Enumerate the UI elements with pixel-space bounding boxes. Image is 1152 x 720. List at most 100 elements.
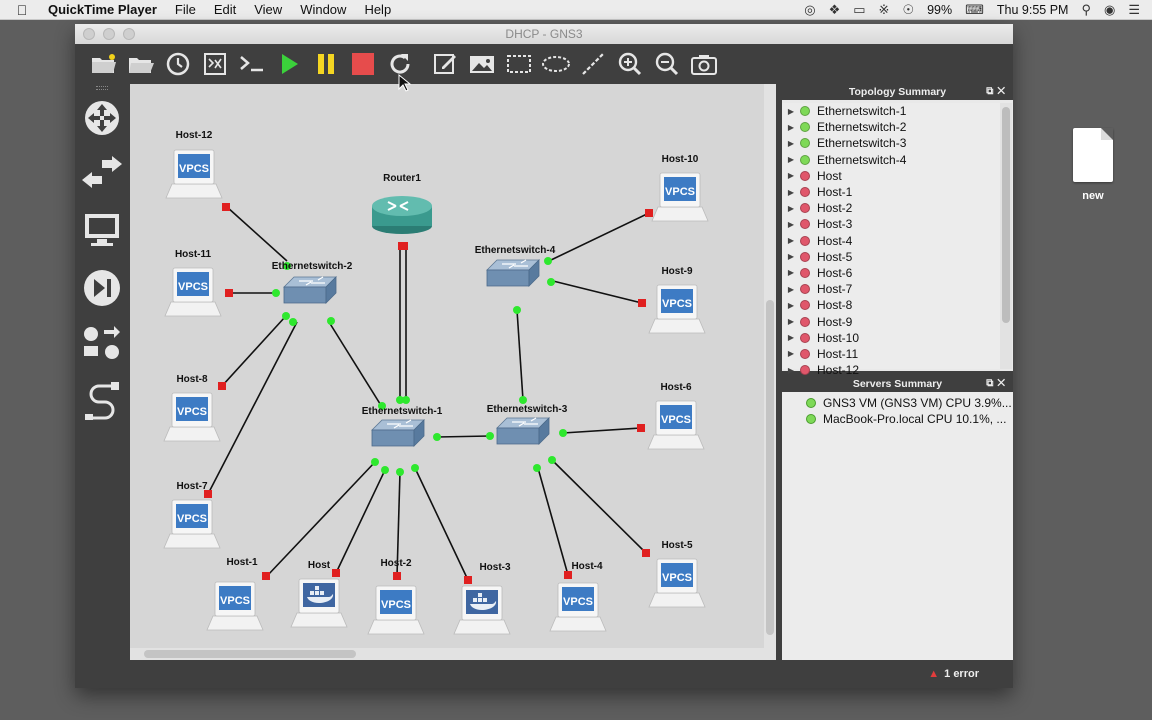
menu-edit[interactable]: Edit <box>213 2 237 17</box>
topology-item[interactable]: ▶Ethernetswitch-4 <box>782 152 1000 168</box>
bluetooth-icon[interactable]: ※ <box>878 2 890 17</box>
ethernetswitch-4[interactable]: Ethernetswitch-4 <box>475 245 556 287</box>
expand-arrow-icon[interactable]: ▶ <box>787 203 795 213</box>
topology-item[interactable]: ▶Host-6 <box>782 265 1000 281</box>
host-1[interactable]: VPCS Host-1 <box>206 557 264 631</box>
menu-file[interactable]: File <box>174 2 196 17</box>
browse-end-devices-icon[interactable] <box>82 210 122 250</box>
expand-arrow-icon[interactable]: ▶ <box>787 236 795 246</box>
add-note-icon[interactable] <box>426 47 463 81</box>
topology-item[interactable]: ▶Host-2 <box>782 200 1000 216</box>
browse-all-devices-icon[interactable] <box>82 324 122 364</box>
topology-item[interactable]: ▶Host <box>782 168 1000 184</box>
server-item[interactable]: GNS3 VM (GNS3 VM) CPU 3.9%... <box>782 395 1013 411</box>
browse-security-devices-icon[interactable] <box>82 268 122 308</box>
wifi-icon[interactable]: ☉ <box>902 2 915 17</box>
zoom-out-icon[interactable] <box>648 47 685 81</box>
screenshot-icon[interactable] <box>685 47 722 81</box>
topology-item[interactable]: ▶Ethernetswitch-3 <box>782 135 1000 151</box>
dropbox-icon[interactable]: ❖ <box>828 2 841 17</box>
expand-arrow-icon[interactable]: ▶ <box>787 106 795 116</box>
expand-arrow-icon[interactable]: ▶ <box>787 187 795 197</box>
add-link-icon[interactable] <box>82 380 122 420</box>
host-8[interactable]: VPCS Host-8 <box>163 374 221 442</box>
host-6[interactable]: VPCS Host-6 <box>647 382 705 450</box>
airplay-icon[interactable]: ▭ <box>853 2 866 17</box>
undock-icon[interactable]: ⧉ <box>986 86 998 97</box>
topology-item[interactable]: ▶Ethernetswitch-2 <box>782 119 1000 135</box>
host-9[interactable]: VPCS Host-9 <box>648 266 706 334</box>
menu-window[interactable]: Window <box>300 2 347 17</box>
host-7[interactable]: VPCS Host-7 <box>163 481 221 549</box>
menubar-clock[interactable]: Thu 9:55 PM <box>996 3 1069 17</box>
expand-arrow-icon[interactable]: ▶ <box>787 365 795 375</box>
topology-item[interactable]: ▶Host-1 <box>782 184 1000 200</box>
host-3[interactable]: Host-3 <box>453 562 511 635</box>
open-folder-icon[interactable] <box>122 47 159 81</box>
menu-view[interactable]: View <box>254 2 283 17</box>
start-all-icon[interactable] <box>270 47 307 81</box>
host-5[interactable]: VPCS Host-5 <box>648 540 706 608</box>
stop-all-icon[interactable] <box>344 47 381 81</box>
battery-percent[interactable]: 99% <box>927 3 953 17</box>
undock-icon[interactable]: ⧉ <box>986 378 998 389</box>
expand-arrow-icon[interactable]: ▶ <box>787 155 795 165</box>
expand-arrow-icon[interactable]: ▶ <box>787 268 795 278</box>
browse-switches-icon[interactable] <box>82 154 122 194</box>
topology-item[interactable]: ▶Host-4 <box>782 233 1000 249</box>
apple-menu-icon[interactable]:  <box>0 2 44 18</box>
topology-item[interactable]: ▶Host-7 <box>782 281 1000 297</box>
close-dock-icon[interactable]: ✕ <box>997 378 1009 389</box>
host-2[interactable]: VPCS Host-2 <box>367 558 425 635</box>
canvas-horizontal-scrollbar[interactable] <box>130 648 764 660</box>
desktop-file-new[interactable]: new <box>1066 128 1120 202</box>
topology-item[interactable]: ▶Host-3 <box>782 216 1000 232</box>
topology-item[interactable]: ▶Host-12 <box>782 362 1000 378</box>
open-project-icon[interactable] <box>85 47 122 81</box>
router1[interactable]: Router1 <box>372 173 432 234</box>
console-icon[interactable] <box>233 47 270 81</box>
topology-canvas[interactable]: Router1 Ethernetswitch-1 Ethernetswitch-… <box>130 73 776 660</box>
record-icon[interactable]: ◎ <box>804 2 816 17</box>
expand-arrow-icon[interactable]: ▶ <box>787 219 795 229</box>
server-item[interactable]: MacBook-Pro.local CPU 10.1%, ... <box>782 411 1013 427</box>
close-dock-icon[interactable]: ✕ <box>997 86 1009 97</box>
siri-icon[interactable]: ◉ <box>1104 2 1116 17</box>
browse-routers-icon[interactable] <box>82 98 122 138</box>
expand-arrow-icon[interactable]: ▶ <box>787 333 795 343</box>
insert-image-icon[interactable] <box>463 47 500 81</box>
suspend-all-icon[interactable] <box>307 47 344 81</box>
window-titlebar[interactable]: DHCP - GNS3 <box>75 24 1013 44</box>
expand-arrow-icon[interactable]: ▶ <box>787 300 795 310</box>
snapshot-clock-icon[interactable] <box>159 47 196 81</box>
host-11[interactable]: VPCS Host-11 <box>164 249 222 317</box>
expand-arrow-icon[interactable]: ▶ <box>787 138 795 148</box>
menu-help[interactable]: Help <box>364 2 392 17</box>
reload-all-icon[interactable] <box>381 47 418 81</box>
expand-arrow-icon[interactable]: ▶ <box>787 122 795 132</box>
error-indicator[interactable]: ▲ 1 error <box>928 668 979 680</box>
host-10[interactable]: VPCS Host-10 <box>651 154 709 222</box>
spotlight-search-icon[interactable]: ⚲ <box>1081 2 1091 17</box>
draw-rectangle-icon[interactable] <box>500 47 537 81</box>
topology-item[interactable]: ▶Ethernetswitch-1 <box>782 103 1000 119</box>
draw-ellipse-icon[interactable] <box>537 47 574 81</box>
host[interactable]: Host <box>290 560 348 628</box>
topology-item[interactable]: ▶Host-11 <box>782 346 1000 362</box>
close-window-button[interactable] <box>83 28 95 40</box>
zoom-in-icon[interactable] <box>611 47 648 81</box>
expand-arrow-icon[interactable]: ▶ <box>787 171 795 181</box>
ethernetswitch-2[interactable]: Ethernetswitch-2 <box>272 261 353 304</box>
topology-item[interactable]: ▶Host-10 <box>782 330 1000 346</box>
expand-arrow-icon[interactable]: ▶ <box>787 349 795 359</box>
app-menu[interactable]: QuickTime Player <box>48 2 157 17</box>
host-12[interactable]: VPCS Host-12 <box>165 130 223 199</box>
topology-item[interactable]: ▶Host-8 <box>782 297 1000 313</box>
ethernetswitch-1[interactable]: Ethernetswitch-1 <box>362 406 443 447</box>
ethernetswitch-3[interactable]: Ethernetswitch-3 <box>487 404 568 445</box>
expand-arrow-icon[interactable]: ▶ <box>787 284 795 294</box>
zoom-window-button[interactable] <box>123 28 135 40</box>
server-icon[interactable] <box>196 47 233 81</box>
topology-item[interactable]: ▶Host-9 <box>782 313 1000 329</box>
minimize-window-button[interactable] <box>103 28 115 40</box>
